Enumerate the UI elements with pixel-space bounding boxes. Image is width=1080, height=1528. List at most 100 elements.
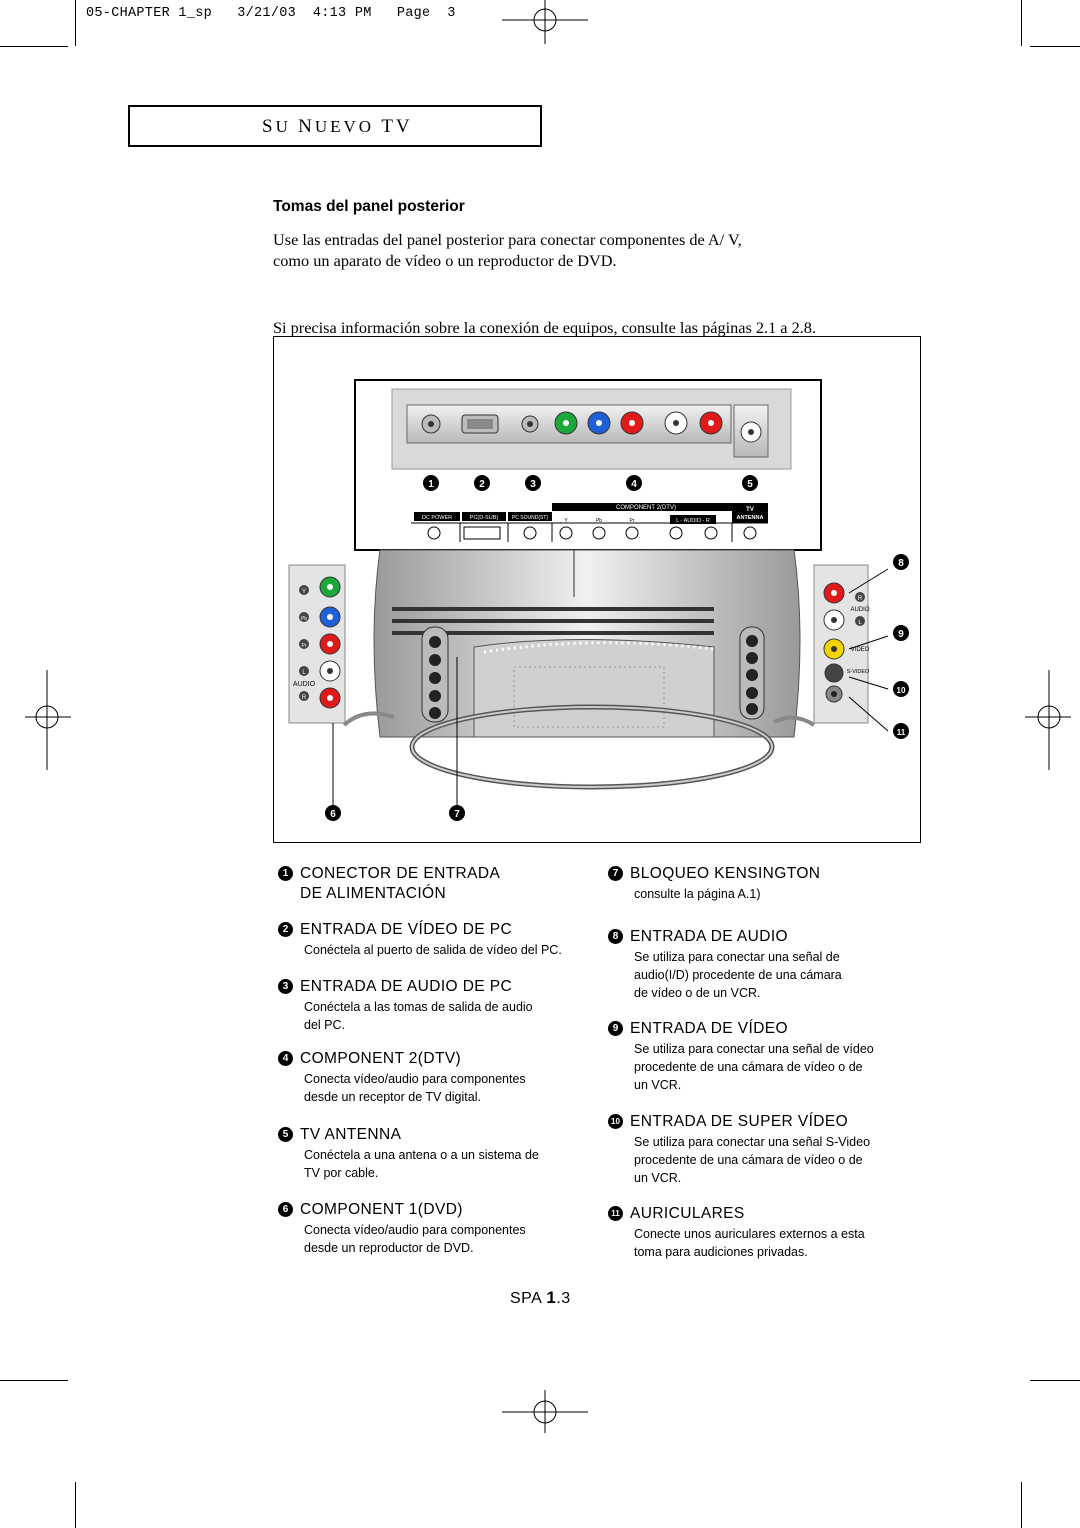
page-number: SPA 1.3 [510,1288,571,1307]
svg-text:PC SOUND(ST): PC SOUND(ST) [512,515,548,521]
svg-text:R: R [858,596,863,602]
callout-8: 8 [893,554,909,570]
callout-3: 3 [525,475,541,491]
svg-text:COMPONENT 2(DTV): COMPONENT 2(DTV) [616,505,676,511]
item-title: ENTRADA DE VÍDEO [630,1020,788,1037]
item-number-badge: 7 [608,866,623,881]
svg-text:S-VIDEO: S-VIDEO [847,669,870,675]
svg-text:Y: Y [302,589,306,595]
item-title: ENTRADA DE SUPER VÍDEO [630,1113,849,1130]
item-number-badge: 10 [608,1114,623,1129]
svg-text:TV: TV [746,507,754,513]
item-number-badge: 5 [278,1127,293,1142]
svg-text:4: 4 [631,479,637,490]
svg-text:11: 11 [897,728,906,737]
item-number-badge: 4 [278,1051,293,1066]
item-title: AURICULARES [630,1205,745,1222]
svg-text:L: L [858,620,862,626]
svg-text:VIDEO: VIDEO [851,647,870,653]
svg-text:1: 1 [428,479,434,490]
registration-mark-bottom [502,1390,588,1433]
item-description: Se utiliza para conectar una señal de ví… [634,1042,874,1092]
callout-7: 7 [449,805,465,821]
item-5: 5 TV ANTENNA Conéctela a una antena o a un… [278,1125,539,1182]
callout-4: 4 [626,475,642,491]
registration-mark-left [25,670,71,770]
item-description: Se utiliza para conectar una señal S-Vid… [634,1135,871,1185]
item-7: 7 BLOQUEO KENSINGTON consulte la página A.… [608,864,820,903]
item-6: 6 COMPONENT 1(DVD) Conecta vídeo/audio par… [278,1200,526,1257]
svg-text:7: 7 [454,809,460,820]
item-2: 2 ENTRADA DE VÍDEO DE PC Conéctela al puer… [278,920,562,959]
callout-11: 11 [893,723,909,739]
dc-power-jack [421,414,441,434]
callout-2: 2 [474,475,490,491]
item-11: 11 AURICULARES Conecte unos auriculares ex… [608,1204,865,1261]
svg-text:2: 2 [479,479,485,490]
item-title: TV ANTENNA [300,1126,402,1143]
svg-text:10: 10 [897,686,906,695]
section-header-box [128,105,542,147]
item-description: Conéctela al puerto de salida de vídeo d… [304,943,562,957]
registration-mark-top [502,0,588,44]
svg-text:5: 5 [747,479,753,490]
item-number-badge: 6 [278,1202,293,1217]
svg-text:Pr: Pr [302,643,307,649]
svg-text:8: 8 [898,558,904,569]
rear-panel-figure-frame [273,336,921,843]
svg-text:Pr: Pr [630,518,635,524]
item-description: consulte la página A.1) [634,887,761,901]
item-description: Conéctela a una antena o a un sistema de… [304,1148,539,1180]
callout-5: 5 [742,475,758,491]
item-title: ENTRADA DE AUDIO [630,928,788,945]
svg-text:ANTENNA: ANTENNA [737,515,764,521]
svg-text:L: L [302,670,306,676]
pc-sound-jack [521,415,539,433]
svg-text:Y: Y [564,518,568,524]
item-title: COMPONENT 2(DTV) [300,1050,462,1067]
callout-6: 6 [325,805,341,821]
item-8: 8 ENTRADA DE AUDIO Se utiliza para conecta… [608,927,842,1002]
callout-9: 9 [893,625,909,641]
svg-text:R: R [302,695,307,701]
section-title: SU NUEVO TV [262,116,413,137]
svg-text:AUDIO: AUDIO [293,681,316,688]
item-description: Conéctela a las tomas de salida de audio… [304,1000,533,1032]
item-number-badge: 9 [608,1021,623,1036]
callout-1: 1 [423,475,439,491]
item-number-badge: 8 [608,929,623,944]
item-title: COMPONENT 1(DVD) [300,1201,463,1218]
svg-text:AUDIO: AUDIO [850,607,869,613]
svg-text:9: 9 [898,629,904,640]
intro-paragraph-2: Si precisa información sobre la conexión… [273,318,817,337]
item-10: 10 ENTRADA DE SUPER VÍDEO Se utiliza para … [608,1112,870,1187]
item-number-badge: 1 [278,866,293,881]
item-description: Conecte unos auriculares externos a esta… [634,1227,865,1259]
rear-panel-illustration: 1 2 3 4 5 COMPONENT 2(DTV) DC POWER PC(D… [288,379,909,821]
svg-text:3: 3 [530,479,536,490]
svg-text:L - AUDIO - R: L - AUDIO - R [676,518,710,524]
callout-10: 10 [893,681,909,697]
item-9: 9 ENTRADA DE VÍDEO Se utiliza para conecta… [608,1019,874,1094]
pc-dsub-port [461,414,499,434]
svg-text:DC POWER: DC POWER [422,515,452,521]
item-title: BLOQUEO KENSINGTON [630,865,821,882]
svg-text:6: 6 [330,809,336,820]
item-title: ENTRADA DE VÍDEO DE PC [300,921,513,938]
intro-paragraph-1: Use las entradas del panel posterior par… [273,230,742,270]
item-number-badge: 3 [278,979,293,994]
svg-text:PC(D-SUB): PC(D-SUB) [470,515,499,521]
svg-text:Pb: Pb [596,518,602,524]
item-title: ENTRADA DE AUDIO DE PC [300,978,513,995]
item-number-badge: 2 [278,922,293,937]
registration-mark-right [1025,670,1071,770]
item-3: 3 ENTRADA DE AUDIO DE PC Conéctela a las t… [278,977,533,1034]
item-number-badge: 11 [608,1206,623,1221]
print-header: 05-CHAPTER 1_sp 3/21/03 4:13 PM Page 3 [86,6,456,21]
item-4: 4 COMPONENT 2(DTV) Conecta vídeo/audio par… [278,1049,526,1106]
